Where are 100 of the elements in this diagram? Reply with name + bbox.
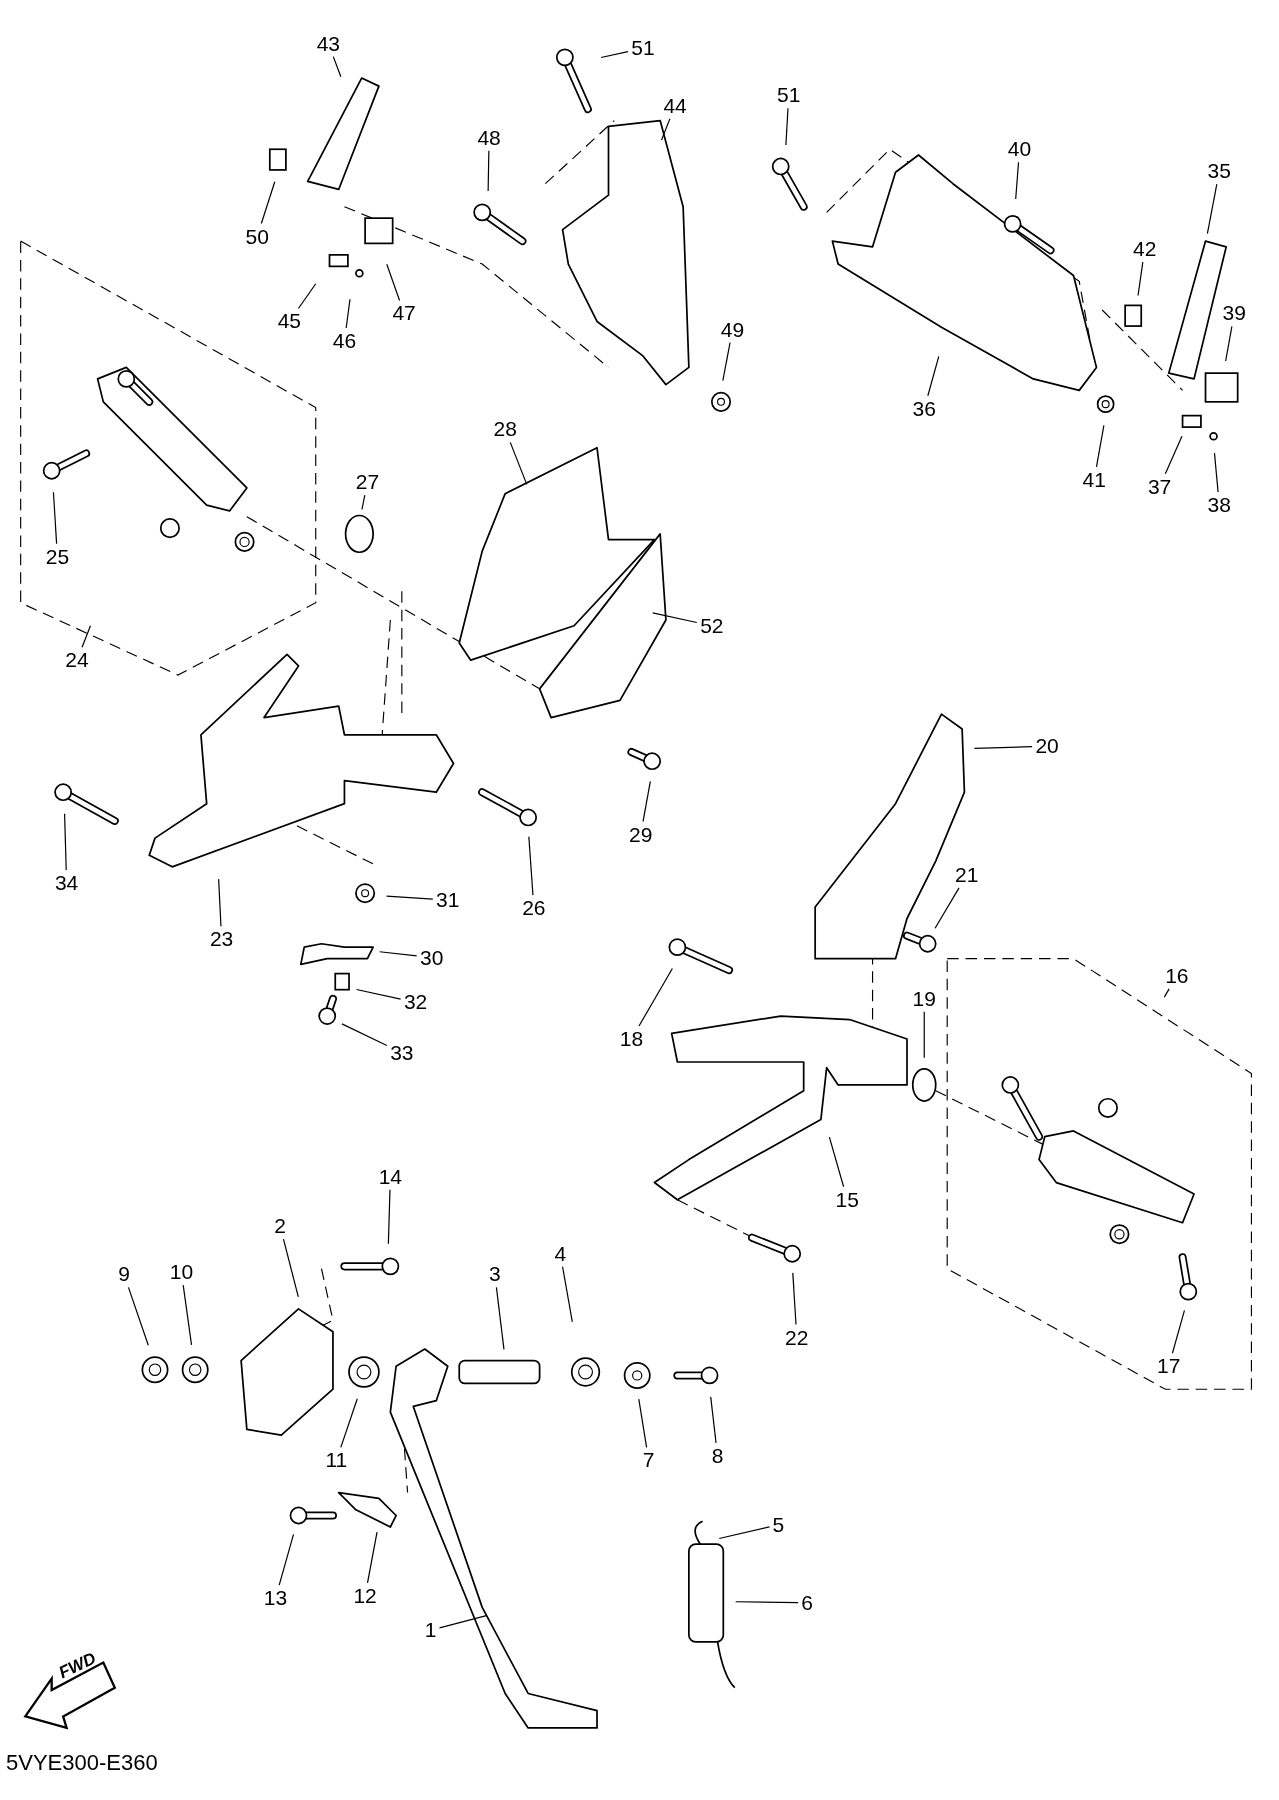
callout-number: 1 [421,1617,440,1644]
leader-line [1095,424,1105,468]
callout-number: 17 [1153,1353,1184,1380]
callout-number: 44 [660,92,691,119]
leader-line [718,1526,770,1540]
callout-number: 20 [1032,733,1063,760]
callout-number: 27 [352,469,383,496]
leader-line [927,355,940,397]
callout-number: 2 [271,1213,290,1240]
leader-line [345,298,351,329]
leader-line [495,1286,505,1351]
callout-number: 41 [1079,466,1110,493]
callout-number: 21 [951,861,982,888]
leader-line [660,118,671,141]
leader-line [385,895,434,900]
leader-line [642,780,651,823]
leader-line [934,887,960,929]
diagram-code: 5VYE300-E360 [6,1752,158,1774]
callout-number: 29 [625,821,656,848]
leader-line [509,441,528,485]
callout-number: 50 [242,223,273,250]
leader-line [64,813,67,871]
callout-number: 35 [1204,158,1235,185]
leader-line [1163,988,1170,998]
leader-line [182,1284,193,1346]
callout-number: 19 [909,985,940,1012]
callout-number: 51 [627,35,658,62]
leader-line [1171,1309,1186,1354]
leader-line [528,836,534,896]
callout-number: 42 [1129,236,1160,263]
callout-number: 6 [798,1589,817,1616]
callout-number: 9 [115,1261,133,1288]
callout-number: 31 [432,887,463,914]
callout-number: 32 [400,989,431,1016]
leader-line [973,746,1033,749]
leader-line [735,1601,799,1604]
callout-number: 43 [313,30,344,57]
callout-number: 24 [61,647,92,674]
callout-number: 5 [769,1511,788,1538]
leader-line [1137,261,1144,297]
leader-line [341,1023,388,1047]
leader-line [1225,325,1233,362]
callout-number: 52 [696,612,727,639]
callout-number: 48 [474,124,505,151]
leader-line [600,50,629,59]
callout-number: 39 [1219,300,1250,327]
callout-number: 16 [1161,962,1192,989]
leader-line [652,612,698,624]
callout-number: 49 [717,316,748,343]
callout-number: 33 [386,1039,417,1066]
leader-line [52,491,58,545]
leader-line [487,150,490,192]
leader-line [379,951,418,957]
leader-line [1206,183,1218,235]
leader-line [81,625,92,648]
callout-number: 46 [329,328,360,354]
leader-line [638,1398,648,1448]
callout-number: 40 [1004,136,1035,163]
callout-number: 30 [416,944,447,971]
leader-line [561,1266,573,1323]
callout-number: 8 [708,1442,727,1469]
leader-line [638,967,673,1027]
callout-number: 4 [551,1240,570,1267]
callout-number: 51 [773,82,804,109]
leader-line [386,263,401,302]
leader-line [1164,435,1183,475]
leader-line [282,1238,299,1298]
callout-number: 37 [1144,473,1175,500]
callout-number: 14 [375,1163,406,1190]
leader-line [923,1011,925,1059]
callout-number: 3 [485,1261,504,1288]
callout-number: 26 [518,895,549,922]
callout-number: 23 [206,926,237,953]
callout-number: 47 [389,300,420,327]
callout-number: 11 [321,1447,352,1474]
callout-number: 12 [350,1582,381,1609]
leader-line [332,56,342,78]
leader-line [361,494,366,511]
callout-number: 15 [832,1186,863,1213]
leader-line [438,1615,487,1629]
callout-number: 22 [781,1324,812,1351]
leader-line [297,283,317,310]
leader-line [278,1533,295,1586]
leader-line [218,878,222,927]
leader-line [710,1396,717,1444]
callout-number: 7 [639,1447,658,1474]
leader-line [260,181,276,225]
callout-number: 18 [616,1026,647,1053]
leader-line [785,107,789,146]
callout-number: 13 [260,1585,291,1612]
leader-line [1213,452,1219,493]
callout-number: 25 [42,543,73,570]
leader-line [792,1272,797,1326]
callout-number: 36 [909,395,940,422]
leader-line [340,1398,358,1448]
leader-line [722,341,731,382]
leader-line [387,1189,391,1245]
leader-line [127,1286,149,1346]
callout-number: 10 [166,1259,197,1286]
callout-number: 45 [274,308,305,335]
